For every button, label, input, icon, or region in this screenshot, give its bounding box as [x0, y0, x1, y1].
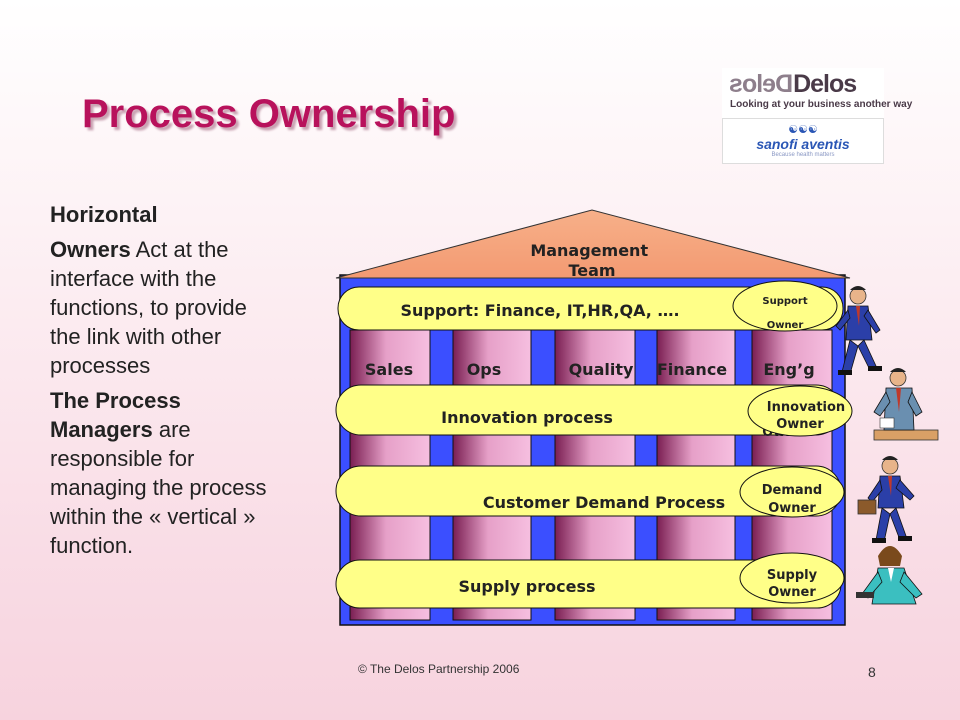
customer-demand-process-label: Customer Demand Process	[483, 493, 725, 512]
support-owner-oval	[732, 280, 838, 332]
delos-logo-wordmark: DelosDelos	[730, 70, 857, 98]
footer-copyright: © The Delos Partnership 2006	[358, 662, 520, 676]
text-paragraph-managers: The Process Managers are responsible for…	[50, 388, 267, 558]
slide-title: Process Ownership	[82, 92, 456, 136]
page-number: 8	[868, 664, 876, 680]
supply-owner-label-1: Supply	[767, 568, 818, 583]
support-bar-label: Support: Finance, IT,HR,QA, ….	[400, 301, 679, 320]
roof-label-line2: Team	[568, 261, 615, 280]
delos-logo: DelosDelos Looking at your business anot…	[722, 68, 913, 118]
roof-label: Management Team	[530, 241, 653, 280]
businessman-walking-icon	[835, 286, 882, 375]
demand-owner-oval	[739, 466, 845, 518]
demand-owner-label-1: Demand	[762, 483, 823, 498]
function-label-ops: Ops	[467, 360, 502, 379]
text-paragraph-owners: Owners Act at the interface with the fun…	[50, 237, 247, 378]
support-owner-label-2: Owner	[767, 320, 804, 331]
text-heading: Horizontal	[50, 202, 158, 227]
function-label-sales: Sales	[365, 360, 413, 379]
function-label-quality: Quality	[569, 360, 634, 379]
sanofi-figures-icon: ☯☯☯	[788, 124, 818, 136]
sanofi-aventis-logo: ☯☯☯ sanofi aventis Because health matter…	[722, 118, 884, 164]
function-label-finance: Finance	[657, 360, 727, 379]
businesswoman-icon	[856, 546, 923, 605]
demand-owner-label-2: Owner	[768, 501, 816, 516]
body-text: Horizontal Owners Act at the interface w…	[50, 200, 280, 566]
supply-owner-label-2: Owner	[768, 585, 816, 600]
innovation-process-label: Innovation process	[441, 408, 613, 427]
house-roof	[335, 209, 851, 279]
roof-label-line1: Management	[530, 241, 648, 260]
function-label-engg: Eng’g	[763, 360, 814, 379]
support-owner-label-1: Support	[762, 296, 807, 307]
delos-logo-tagline: Looking at your business another way	[730, 99, 913, 110]
innovation-owner-label-1: Innovation	[767, 400, 845, 415]
innovation-owner-label-2: Owner	[776, 417, 824, 432]
supply-process-label: Supply process	[458, 577, 595, 596]
supply-owner-oval	[739, 552, 845, 604]
businessman-desk-icon	[873, 368, 939, 441]
sanofi-logo-name: sanofi aventis	[756, 136, 850, 152]
innovation-owner-oval	[747, 385, 853, 437]
sanofi-logo-sub: Because health matters	[771, 152, 835, 158]
support-bar	[337, 286, 844, 331]
businessman-briefcase-icon	[857, 456, 915, 543]
